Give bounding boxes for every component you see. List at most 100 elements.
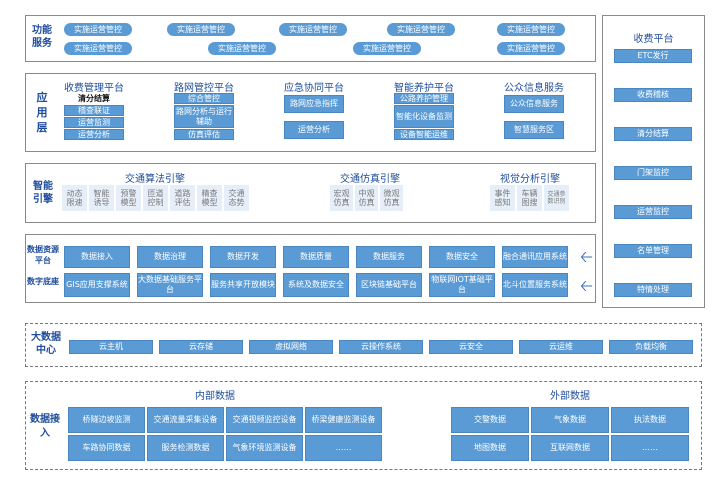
data-platform-item[interactable]: 数据安全 xyxy=(429,246,495,268)
engine-title: 视觉分析引擎 xyxy=(500,174,560,185)
external-data-item[interactable]: 气象数据 xyxy=(531,407,609,433)
app-item[interactable]: 公路养护管理 xyxy=(394,93,454,104)
internal-data-item[interactable]: 车路协同数据 xyxy=(68,435,145,461)
app-item[interactable]: 仿真评估 xyxy=(174,129,234,140)
app-item[interactable]: 设备智能运维 xyxy=(394,129,454,140)
service-pill[interactable]: 实施运营管控 xyxy=(497,23,565,36)
data-platform-item[interactable]: 数据质量 xyxy=(283,246,349,268)
app-item[interactable]: 清分结算 xyxy=(64,93,124,104)
toll-item[interactable]: 运营监控 xyxy=(614,205,692,219)
app-group-title: 收费管理平台 xyxy=(64,83,124,94)
app-item[interactable]: 运营监测 xyxy=(64,117,124,128)
bigdata-item[interactable]: 云运维 xyxy=(519,340,603,354)
func-service-label: 功能 服务 xyxy=(32,25,52,49)
service-pill[interactable]: 实施运营管控 xyxy=(279,23,347,36)
bigdata-item[interactable]: 云安全 xyxy=(429,340,513,354)
service-pill[interactable]: 实施运营管控 xyxy=(497,42,565,55)
engine-item[interactable]: 预警模型 xyxy=(116,185,141,211)
app-item[interactable]: 综合管控 xyxy=(174,93,234,104)
toll-platform-title: 收费平台 xyxy=(633,34,674,45)
app-layer-label: 应 用 层 xyxy=(36,91,48,134)
toll-item[interactable]: 特情处理 xyxy=(614,283,692,297)
external-data-item[interactable]: 互联网数据 xyxy=(531,435,609,461)
bigdata-item[interactable]: 负载均衡 xyxy=(609,340,693,354)
data-platform-item[interactable]: 大数据基础服务平台 xyxy=(137,273,203,297)
app-item[interactable]: 路网应急指挥 xyxy=(284,95,344,113)
service-pill[interactable]: 实施运营管控 xyxy=(387,23,455,36)
engine-item[interactable]: 匝道控制 xyxy=(143,185,168,211)
data-platform-item[interactable]: 区块链基础平台 xyxy=(356,273,422,297)
internal-data-item[interactable]: 桥梁健康监测设备 xyxy=(305,407,382,433)
engine-item[interactable]: 中观仿真 xyxy=(355,185,378,211)
external-data-item[interactable]: 地图数据 xyxy=(451,435,529,461)
engine-item[interactable]: 车辆图搜 xyxy=(517,185,542,211)
data-platform-item[interactable]: 数据开发 xyxy=(210,246,276,268)
bigdata-item[interactable]: 云主机 xyxy=(69,340,153,354)
service-pill[interactable]: 实施运营管控 xyxy=(64,23,132,36)
data-access-label: 数据接入 xyxy=(30,414,60,439)
data-platform-item[interactable]: 物联网IOT基础平台 xyxy=(429,273,495,297)
internal-data-item[interactable]: 气象环境监测设备 xyxy=(226,435,303,461)
engine-title: 交通仿真引擎 xyxy=(340,174,400,185)
engine-item[interactable]: 交通态势 xyxy=(224,185,249,211)
data-access-frame xyxy=(25,381,702,470)
engine-item[interactable]: 动态限速 xyxy=(62,185,87,211)
bigdata-frame xyxy=(25,323,702,367)
toll-item[interactable]: 清分结算 xyxy=(614,127,692,141)
arrow-left-icon: 🡠 xyxy=(580,276,593,295)
engine-item[interactable]: 事件感知 xyxy=(490,185,515,211)
app-group-title: 公众信息服务 xyxy=(504,83,564,94)
data-platform-item[interactable]: 北斗位置服务系统 xyxy=(502,273,568,297)
external-data-item[interactable]: 交警数据 xyxy=(451,407,529,433)
service-pill[interactable]: 实施运营管控 xyxy=(208,42,276,55)
engine-item[interactable]: 道路评估 xyxy=(170,185,195,211)
toll-item[interactable]: 收费稽核 xyxy=(614,88,692,102)
internal-data-item[interactable]: 交通流量采集设备 xyxy=(147,407,224,433)
app-item[interactable]: 运营分析 xyxy=(284,121,344,139)
app-item[interactable]: 公众信息服务 xyxy=(504,95,564,113)
data-platform-item[interactable]: 融合通讯应用系统 xyxy=(502,246,568,268)
toll-item[interactable]: ETC发行 xyxy=(614,49,692,63)
service-pill[interactable]: 实施运营管控 xyxy=(64,42,132,55)
engine-label: 智能 引擎 xyxy=(33,181,53,205)
app-item[interactable]: 路网分析与运行辅助 xyxy=(174,105,234,128)
app-item[interactable]: 稽查联证 xyxy=(64,105,124,116)
engine-item[interactable]: 智能诱导 xyxy=(89,185,114,211)
internal-data-item[interactable]: 桥隧边坡监测 xyxy=(68,407,145,433)
toll-item[interactable]: 门架监控 xyxy=(614,166,692,180)
external-data-item[interactable]: …… xyxy=(611,435,689,461)
data-platform-item[interactable]: GIS应用支撑系统 xyxy=(64,273,130,297)
engine-item[interactable]: 精查模型 xyxy=(197,185,222,211)
engine-item[interactable]: 交通参数识别 xyxy=(544,185,569,211)
app-item[interactable]: 智慧服务区 xyxy=(504,121,564,139)
arrow-left-icon: 🡠 xyxy=(580,247,593,266)
app-item[interactable]: 运营分析 xyxy=(64,129,124,140)
bigdata-item[interactable]: 云存储 xyxy=(159,340,243,354)
internal-data-title: 内部数据 xyxy=(195,391,235,402)
service-pill[interactable]: 实施运营管控 xyxy=(353,42,421,55)
data-platform-label: 数据资源平台 xyxy=(27,245,59,265)
toll-platform-frame xyxy=(602,15,705,308)
service-pill[interactable]: 实施运营管控 xyxy=(167,23,235,36)
engine-item[interactable]: 宏观仿真 xyxy=(330,185,353,211)
bigdata-item[interactable]: 虚拟网络 xyxy=(249,340,333,354)
toll-item[interactable]: 名单管理 xyxy=(614,244,692,258)
bigdata-label: 大数据中心 xyxy=(31,332,61,356)
internal-data-item[interactable]: …… xyxy=(305,435,382,461)
app-item[interactable]: 智能化设备监测 xyxy=(394,105,454,128)
internal-data-item[interactable]: 服务检测数据 xyxy=(147,435,224,461)
internal-data-item[interactable]: 交通视频监控设备 xyxy=(226,407,303,433)
bigdata-item[interactable]: 云操作系统 xyxy=(339,340,423,354)
external-data-title: 外部数据 xyxy=(550,391,590,402)
digital-base-label: 数字底座 xyxy=(27,277,59,286)
data-platform-item[interactable]: 数据服务 xyxy=(356,246,422,268)
data-platform-item[interactable]: 服务共享开放模块 xyxy=(210,273,276,297)
data-platform-item[interactable]: 系统及数据安全 xyxy=(283,273,349,297)
external-data-item[interactable]: 执法数据 xyxy=(611,407,689,433)
app-group-title: 智能养护平台 xyxy=(394,83,454,94)
data-platform-item[interactable]: 数据接入 xyxy=(64,246,130,268)
engine-title: 交通算法引擎 xyxy=(125,174,185,185)
engine-item[interactable]: 微观仿真 xyxy=(380,185,403,211)
data-platform-item[interactable]: 数据治理 xyxy=(137,246,203,268)
app-group-title: 应急协同平台 xyxy=(284,83,344,94)
